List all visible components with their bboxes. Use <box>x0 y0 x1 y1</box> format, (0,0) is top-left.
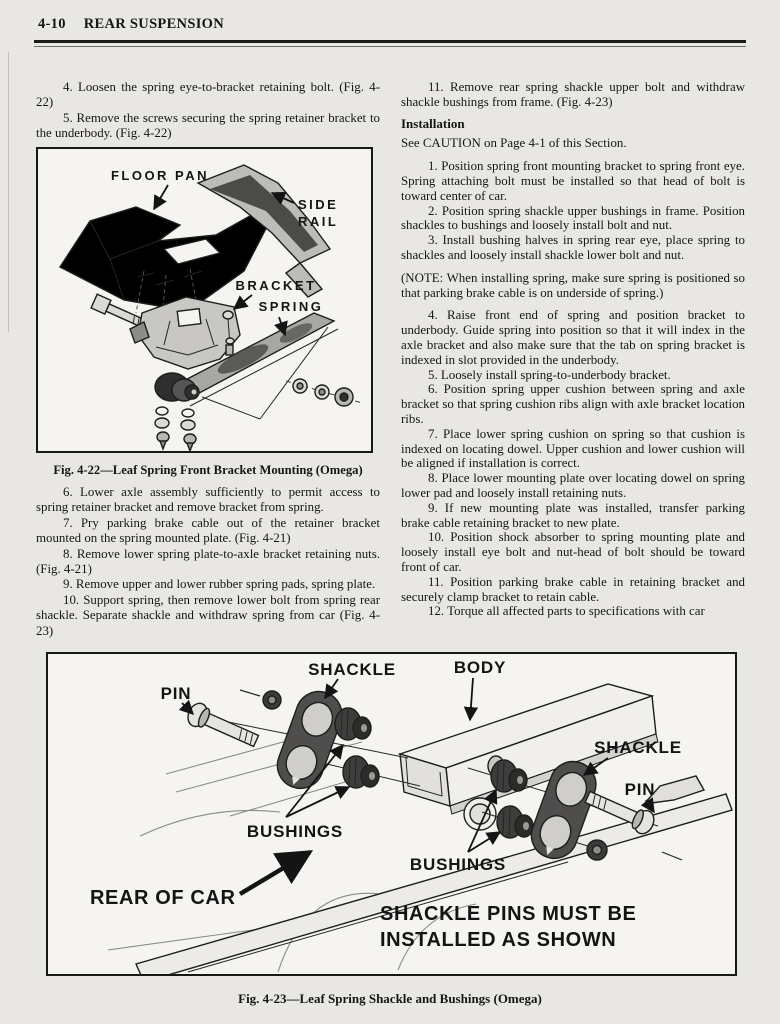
bushings-left-label: BUSHINGS <box>247 822 343 841</box>
shackle-left-label: SHACKLE <box>308 660 396 679</box>
nut-right-shape <box>586 839 608 861</box>
left-column: 4. Loosen the spring eye-to-bracket reta… <box>36 80 380 639</box>
fig22-drawing: FLOOR PAN SIDE RAIL BRACKET SPRING <box>58 163 363 453</box>
scan-artifact-line <box>8 52 9 332</box>
bracket-label: BRACKET <box>235 278 316 293</box>
step-paragraph: 12. Torque all affected parts to specifi… <box>428 604 705 619</box>
step-paragraph: 5. Loosely install spring-to-underbody b… <box>428 367 671 382</box>
pin-right-label: PIN <box>625 780 656 799</box>
page-header: 4-10 REAR SUSPENSION <box>38 16 224 33</box>
step-paragraph: 1. Position spring front mounting bracke… <box>401 159 745 203</box>
bolt-shape <box>90 292 147 329</box>
pin-right-shape <box>584 790 655 835</box>
floor-pan-shape <box>58 205 275 312</box>
bushing-shape <box>342 755 380 789</box>
step-paragraph: 11. Remove rear spring shackle upper bol… <box>401 80 745 109</box>
page-number: 4-10 <box>38 16 66 32</box>
installation-heading: Installation <box>401 115 465 131</box>
shackle-right-label: SHACKLE <box>594 738 682 757</box>
caution-reference: See CAUTION on Page 4-1 of this Section. <box>401 136 627 151</box>
side-rail-label-line1: SIDE <box>298 197 338 212</box>
shackle-pins-note-line1: SHACKLE PINS MUST BE <box>380 903 636 925</box>
step-paragraph: 8. Remove lower spring plate-to-axle bra… <box>36 546 380 577</box>
bracket-shape <box>129 295 241 370</box>
nut-left-shape <box>262 690 282 710</box>
figure-4-23: PIN SHACKLE BODY SHACKLE PIN BUSHINGS BU… <box>46 652 737 983</box>
figure-4-22-caption: Fig. 4-22—Leaf Spring Front Bracket Moun… <box>53 462 363 477</box>
header-rule-thick <box>34 40 746 43</box>
side-rail-shape <box>196 163 332 298</box>
screw <box>183 432 197 453</box>
bushing-shape <box>334 707 372 741</box>
right-column: 11. Remove rear spring shackle upper bol… <box>401 80 745 619</box>
spring-center-pad <box>642 775 706 805</box>
note-paragraph: (NOTE: When installing spring, make sure… <box>401 270 745 300</box>
step-paragraph: 7. Place lower spring cushion on spring … <box>401 426 745 471</box>
fig23-drawing: PIN SHACKLE BODY SHACKLE PIN BUSHINGS BU… <box>90 658 733 983</box>
body-label: BODY <box>454 658 506 677</box>
screw <box>156 430 170 451</box>
nuts-shape <box>285 377 363 407</box>
step-paragraph: 6. Position spring upper cushion between… <box>401 382 745 426</box>
step-paragraph: 8. Place lower mounting plate over locat… <box>401 471 745 500</box>
bushing-shape <box>154 371 200 402</box>
bushing-shape <box>490 759 528 793</box>
figure-4-22: FLOOR PAN SIDE RAIL BRACKET SPRING <box>36 146 373 453</box>
step-paragraph: 7. Pry parking brake cable out of the re… <box>36 515 380 546</box>
step-paragraph: 3. Install bushing halves in spring rear… <box>401 233 745 262</box>
shackle-left-shape <box>276 690 343 790</box>
header-rule-thin <box>34 46 746 47</box>
step-paragraph: 10. Position shock absorber to spring mo… <box>401 530 745 574</box>
step-paragraph: 4. Raise front end of spring and positio… <box>401 308 745 367</box>
step-paragraph: 11. Position parking brake cable in reta… <box>401 574 745 604</box>
pin-left-label: PIN <box>161 684 192 703</box>
bushings-right-label: BUSHINGS <box>410 855 506 874</box>
figure-4-23-caption: Fig. 4-23—Leaf Spring Shackle and Bushin… <box>238 991 542 1006</box>
floor-pan-label: FLOOR PAN <box>111 168 209 183</box>
step-paragraph: 10. Support spring, then remove lower bo… <box>36 592 380 638</box>
spring-label-fig22: SPRING <box>259 299 324 314</box>
section-title: REAR SUSPENSION <box>83 16 224 32</box>
step-paragraph: 9. Remove upper and lower rubber spring … <box>63 577 376 592</box>
shackle-pins-note-line2: INSTALLED AS SHOWN <box>380 929 616 951</box>
rear-of-car-label: REAR OF CAR <box>90 887 236 909</box>
step-paragraph: 2. Position spring shackle upper bushing… <box>401 203 745 233</box>
step-paragraph: 9. If new mounting plate was installed, … <box>401 500 745 530</box>
shackle-right-shape <box>530 760 597 860</box>
bushing-shape <box>496 805 534 839</box>
washers-screws <box>154 405 197 453</box>
step-paragraph: 5. Remove the screws securing the spring… <box>36 110 380 141</box>
step-paragraph: 4. Loosen the spring eye-to-bracket reta… <box>36 80 380 110</box>
spring-shape <box>166 311 339 420</box>
step-paragraph: 6. Lower axle assembly sufficiently to p… <box>36 485 380 515</box>
side-rail-label-line2: RAIL <box>298 214 338 229</box>
